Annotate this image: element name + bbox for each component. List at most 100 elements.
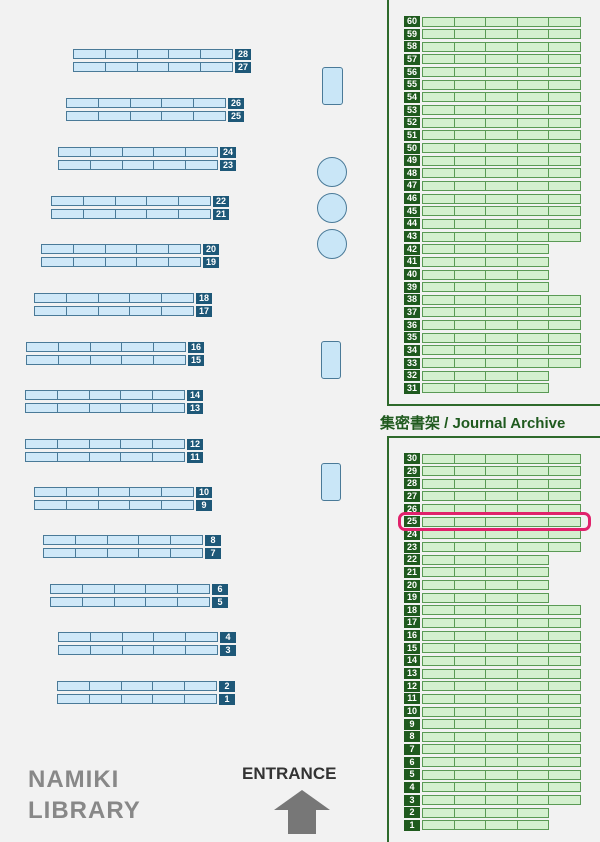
archive-shelf-number-label: 51 xyxy=(404,129,420,141)
archive-shelf-59 xyxy=(422,29,581,40)
archive-shelf-number-label: 3 xyxy=(404,794,420,806)
archive-shelf-52 xyxy=(422,117,581,128)
archive-shelf-number-label: 38 xyxy=(404,294,420,306)
archive-shelf-47 xyxy=(422,180,581,191)
archive-shelf-43 xyxy=(422,231,581,242)
archive-shelf-number-label: 34 xyxy=(404,344,420,356)
archive-shelf-number-label: 13 xyxy=(404,668,420,679)
shelf-number-label: 26 xyxy=(228,97,244,109)
archive-shelf-number-label: 10 xyxy=(404,706,420,717)
archive-shelf-27 xyxy=(422,491,581,502)
shelf-number-label: 25 xyxy=(228,110,244,122)
shelf-number-label: 2 xyxy=(219,680,235,692)
archive-shelf-number-label: 14 xyxy=(404,655,420,667)
archive-shelf-number-label: 2 xyxy=(404,807,420,819)
archive-shelf-number-label: 48 xyxy=(404,167,420,179)
shelf-19 xyxy=(41,257,201,267)
shelf-number-label: 11 xyxy=(187,451,203,463)
library-name: NAMIKI LIBRARY xyxy=(28,764,141,826)
archive-wall-lower xyxy=(387,436,389,842)
archive-shelf-20 xyxy=(422,580,549,590)
archive-shelf-number-label: 60 xyxy=(404,16,420,27)
shelf-7 xyxy=(43,548,203,558)
archive-shelf-number-label: 7 xyxy=(404,743,420,755)
archive-shelf-number-label: 57 xyxy=(404,53,420,65)
shelf-number-label: 24 xyxy=(220,146,236,158)
round-table xyxy=(317,157,347,187)
shelf-1 xyxy=(57,694,217,704)
archive-shelf-number-label: 29 xyxy=(404,465,420,477)
archive-shelf-number-label: 24 xyxy=(404,528,420,540)
archive-shelf-number-label: 30 xyxy=(404,453,420,464)
shelf-16 xyxy=(26,342,186,352)
shelf-number-label: 15 xyxy=(188,354,204,366)
archive-shelf-15 xyxy=(422,643,581,654)
archive-shelf-number-label: 22 xyxy=(404,554,420,566)
archive-shelf-60 xyxy=(422,16,581,27)
shelf-25 xyxy=(66,111,226,121)
library-name-line1: NAMIKI xyxy=(28,766,120,793)
archive-shelf-number-label: 25 xyxy=(404,516,420,528)
shelf-8 xyxy=(43,535,203,545)
shelf-number-label: 16 xyxy=(188,341,204,353)
archive-shelf-number-label: 21 xyxy=(404,566,420,578)
archive-shelf-number-label: 55 xyxy=(404,79,420,91)
shelf-number-label: 19 xyxy=(203,256,219,268)
archive-shelf-38 xyxy=(422,294,581,305)
archive-shelf-50 xyxy=(422,143,581,153)
archive-shelf-12 xyxy=(422,681,581,692)
archive-shelf-41 xyxy=(422,256,549,267)
archive-shelf-55 xyxy=(422,79,581,90)
archive-shelf-number-label: 45 xyxy=(404,205,420,217)
entrance-arrow-icon xyxy=(274,790,330,834)
archive-wall-upper xyxy=(387,0,389,405)
shelf-number-label: 12 xyxy=(187,438,203,450)
archive-shelf-58 xyxy=(422,41,581,52)
archive-shelf-36 xyxy=(422,320,581,331)
archive-shelf-number-label: 12 xyxy=(404,680,420,692)
shelf-number-label: 17 xyxy=(196,305,212,317)
shelf-4 xyxy=(58,632,218,642)
archive-shelf-49 xyxy=(422,155,581,166)
archive-shelf-22 xyxy=(422,554,549,565)
archive-shelf-number-label: 43 xyxy=(404,231,420,242)
shelf-number-label: 5 xyxy=(212,596,228,608)
archive-shelf-56 xyxy=(422,67,581,78)
shelf-number-label: 18 xyxy=(196,292,212,304)
archive-shelf-number-label: 41 xyxy=(404,256,420,268)
archive-shelf-25 xyxy=(422,516,581,527)
shelf-number-label: 3 xyxy=(220,644,236,656)
archive-shelf-number-label: 17 xyxy=(404,617,420,629)
archive-shelf-16 xyxy=(422,630,581,641)
archive-shelf-44 xyxy=(422,218,581,229)
pillar xyxy=(321,463,341,501)
shelf-22 xyxy=(51,196,211,206)
archive-shelf-number-label: 27 xyxy=(404,490,420,502)
archive-shelf-number-label: 1 xyxy=(404,819,420,831)
archive-shelf-18 xyxy=(422,605,581,616)
archive-shelf-number-label: 42 xyxy=(404,243,420,255)
archive-shelf-number-label: 40 xyxy=(404,269,420,280)
archive-shelf-number-label: 8 xyxy=(404,731,420,743)
archive-shelf-number-label: 58 xyxy=(404,41,420,53)
highlighted-shelf-marker xyxy=(398,512,591,531)
shelf-21 xyxy=(51,209,211,219)
shelf-number-label: 10 xyxy=(196,486,212,498)
archive-shelf-29 xyxy=(422,466,581,477)
archive-shelf-19 xyxy=(422,592,549,603)
archive-shelf-4 xyxy=(422,782,581,793)
shelf-number-label: 9 xyxy=(196,499,212,511)
archive-shelf-number-label: 44 xyxy=(404,218,420,230)
archive-shelf-number-label: 54 xyxy=(404,91,420,103)
archive-shelf-number-label: 18 xyxy=(404,604,420,616)
archive-shelf-number-label: 52 xyxy=(404,117,420,129)
shelf-number-label: 21 xyxy=(213,208,229,220)
shelf-number-label: 23 xyxy=(220,159,236,171)
shelf-number-label: 14 xyxy=(187,389,203,401)
archive-shelf-7 xyxy=(422,744,581,755)
shelf-24 xyxy=(58,147,218,157)
shelf-26 xyxy=(66,98,226,108)
shelf-number-label: 20 xyxy=(203,243,219,255)
archive-shelf-number-label: 9 xyxy=(404,718,420,730)
archive-shelf-5 xyxy=(422,769,581,780)
